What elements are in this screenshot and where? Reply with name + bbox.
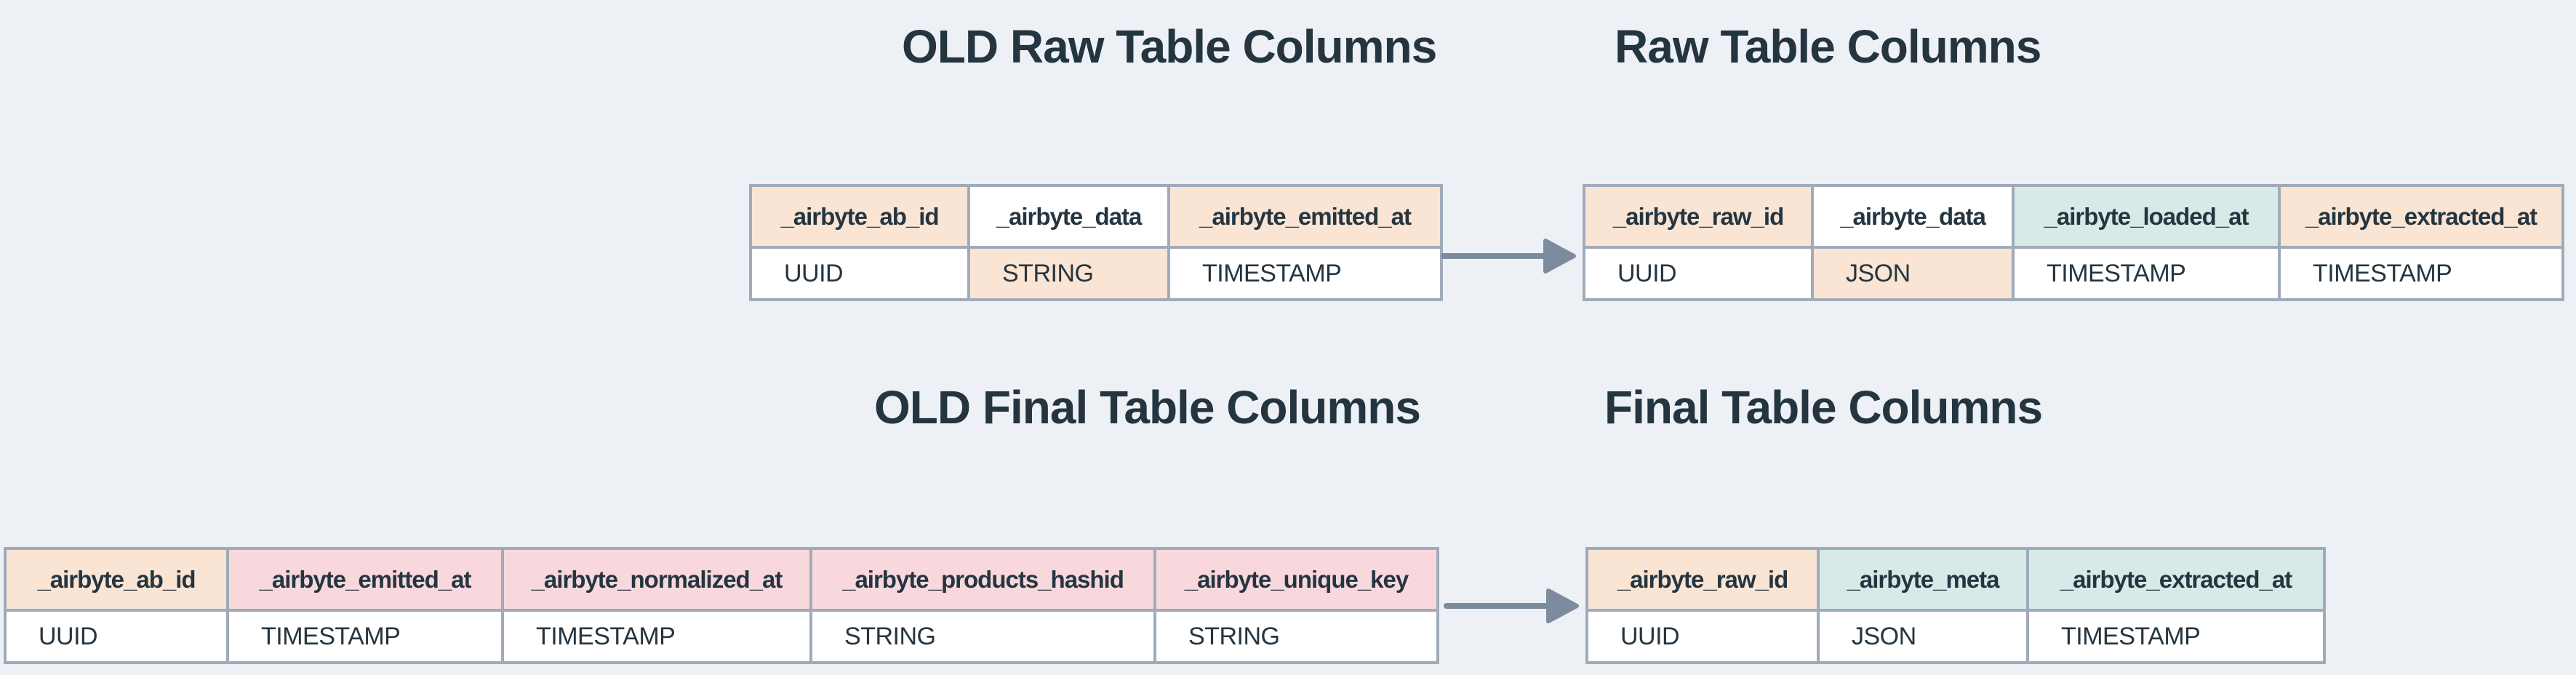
column-name-cell: _airbyte_extracted_at [2029, 550, 2323, 609]
migration-arrow-raw [1439, 233, 1578, 279]
final-table: _airbyte_raw_id _airbyte_meta _airbyte_ext… [1585, 547, 2326, 664]
column-name-cell-label: _airbyte_ab_id [780, 202, 939, 230]
right-arrow-icon [1444, 588, 1579, 623]
column-name-cell-label: _airbyte_raw_id [1612, 202, 1784, 230]
column-name-cell-label: _airbyte_data [996, 202, 1143, 230]
column-type-cell: STRING [970, 249, 1167, 298]
column-name-cell: _airbyte_meta [1820, 550, 2026, 609]
old-final-table-title: OLD Final Table Columns [874, 381, 1421, 434]
column-type-cell: JSON [1820, 612, 2026, 661]
column-type-cell-label: STRING [844, 622, 936, 650]
column-name-cell: _airbyte_products_hashid [812, 550, 1153, 609]
column-type-cell: TIMESTAMP [2281, 249, 2561, 298]
column-name-cell-label: _airbyte_extracted_at [2305, 202, 2537, 230]
column-name-cell-label: _airbyte_raw_id [1617, 565, 1788, 593]
column-name-cell: _airbyte_raw_id [1585, 187, 1811, 246]
column-type-cell-label: UUID [39, 622, 98, 650]
column-name-cell: _airbyte_raw_id [1588, 550, 1817, 609]
column-name-cell: _airbyte_unique_key [1156, 550, 1436, 609]
column-type-cell: UUID [1585, 249, 1811, 298]
column-name-cell: _airbyte_ab_id [752, 187, 967, 246]
column-type-cell: TIMESTAMP [2015, 249, 2278, 298]
column-type-cell-label: TIMESTAMP [2061, 622, 2201, 650]
old-final-table: _airbyte_ab_id _airbyte_emitted_at _airbyt… [4, 547, 1439, 664]
column-name-cell: _airbyte_emitted_at [229, 550, 501, 609]
column-type-cell: STRING [1156, 612, 1436, 661]
old-raw-table: _airbyte_ab_id _airbyte_data _airbyte_emit… [749, 184, 1443, 301]
column-type-cell-label: STRING [1188, 622, 1280, 650]
column-name-cell-label: _airbyte_emitted_at [1199, 202, 1412, 230]
final-table-title: Final Table Columns [1604, 381, 2043, 434]
column-type-cell-label: UUID [1617, 259, 1677, 287]
column-name-cell-label: _airbyte_loaded_at [2044, 202, 2249, 230]
column-name-cell: _airbyte_extracted_at [2281, 187, 2561, 246]
column-name-cell-label: _airbyte_emitted_at [259, 565, 472, 593]
column-type-cell: UUID [1588, 612, 1817, 661]
column-type-cell-label: TIMESTAMP [261, 622, 401, 650]
column-name-cell-label: _airbyte_ab_id [37, 565, 196, 593]
column-name-cell-label: _airbyte_normalized_at [531, 565, 783, 593]
column-type-cell-label: TIMESTAMP [2313, 259, 2452, 287]
column-type-cell: STRING [812, 612, 1153, 661]
old-raw-table-title: OLD Raw Table Columns [902, 20, 1437, 73]
right-arrow-icon [1441, 239, 1576, 273]
column-name-cell: _airbyte_normalized_at [504, 550, 809, 609]
column-type-cell: TIMESTAMP [229, 612, 501, 661]
column-name-cell: _airbyte_ab_id [7, 550, 226, 609]
column-name-cell-label: _airbyte_meta [1847, 565, 2000, 593]
column-type-cell: TIMESTAMP [2029, 612, 2323, 661]
column-type-cell-label: JSON [1846, 259, 1911, 287]
raw-table: _airbyte_raw_id _airbyte_data _airbyte_loa… [1583, 184, 2564, 301]
column-name-cell-label: _airbyte_extracted_at [2060, 565, 2292, 593]
column-type-cell-label: STRING [1002, 259, 1094, 287]
column-type-cell-label: UUID [784, 259, 844, 287]
column-type-cell-label: TIMESTAMP [1202, 259, 1342, 287]
column-name-cell-label: _airbyte_unique_key [1184, 565, 1409, 593]
column-name-cell: _airbyte_data [970, 187, 1167, 246]
column-name-cell-label: _airbyte_data [1840, 202, 1986, 230]
column-name-cell-label: _airbyte_products_hashid [842, 565, 1124, 593]
column-name-cell: _airbyte_loaded_at [2015, 187, 2278, 246]
column-type-cell: JSON [1814, 249, 2012, 298]
column-type-cell-label: TIMESTAMP [536, 622, 676, 650]
column-type-cell-label: UUID [1620, 622, 1680, 650]
column-type-cell: UUID [7, 612, 226, 661]
column-type-cell-label: JSON [1852, 622, 1916, 650]
column-type-cell: TIMESTAMP [1170, 249, 1440, 298]
column-type-cell: UUID [752, 249, 967, 298]
column-type-cell: TIMESTAMP [504, 612, 809, 661]
column-type-cell-label: TIMESTAMP [2047, 259, 2186, 287]
column-name-cell: _airbyte_data [1814, 187, 2012, 246]
raw-table-title: Raw Table Columns [1615, 20, 2041, 73]
migration-arrow-final [1441, 583, 1581, 629]
column-name-cell: _airbyte_emitted_at [1170, 187, 1440, 246]
